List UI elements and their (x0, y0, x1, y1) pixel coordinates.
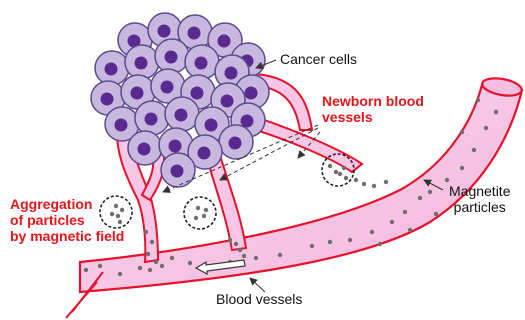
magnetite-particle (242, 254, 246, 258)
magnetite-particle (460, 130, 464, 134)
magnetite-particle (434, 212, 438, 216)
magnetite-particle (144, 230, 148, 234)
magnetite-particle (84, 268, 88, 272)
blood-vessels-label: Blood vessels (216, 291, 302, 307)
magnetite-particle (372, 184, 376, 188)
aggregation-label-line-1: Aggregation (10, 196, 124, 212)
magnetite-particle (254, 256, 258, 260)
magnetite-particle (348, 238, 352, 242)
magnetite-label-line-2: particles (449, 199, 510, 215)
magnetite-particle (196, 206, 200, 210)
cancer-cell (161, 153, 195, 187)
magnetite-particle (194, 216, 198, 220)
magnetite-particle (344, 176, 348, 180)
magnetite-particle (238, 248, 242, 252)
magnetite-particle (228, 238, 232, 242)
magnetite-particle (338, 172, 342, 176)
magnetite-particle (403, 210, 407, 214)
cancer-cell (219, 125, 253, 159)
magnetite-particle (170, 256, 174, 260)
magnetite-particle (310, 244, 314, 248)
magnetite-particle (342, 166, 346, 170)
cancer-cell-cluster (91, 13, 269, 187)
magnetite-particle (150, 240, 154, 244)
cancer-cell (128, 131, 162, 165)
magnetite-particle (494, 110, 498, 114)
blood-vessels-pointer (250, 278, 265, 292)
magnetite-label: Magnetite particles (449, 183, 510, 215)
magnetite-particle (328, 164, 332, 168)
magnetite-particle (146, 252, 150, 256)
magnetite-particle (445, 178, 449, 182)
cancer-cell (165, 97, 199, 131)
newborn-label-line-2: vessels (322, 109, 424, 125)
magnetite-particle (188, 261, 192, 265)
cancer-cells-label: Cancer cells (280, 51, 357, 67)
magnetite-particle (148, 268, 152, 272)
magnetite-particle (378, 242, 382, 246)
magnetite-particle (354, 178, 358, 182)
magnetite-particle (390, 220, 394, 224)
magnetite-particle (138, 266, 142, 270)
aggregation-circle-middle (184, 197, 216, 229)
magnetite-particle (460, 166, 464, 170)
magnetite-particle (154, 260, 158, 264)
magnetite-particle (484, 126, 488, 130)
magnetite-particle (384, 180, 388, 184)
magnetite-particle (202, 214, 206, 218)
magnetite-label-line-1: Magnetite (449, 183, 510, 199)
magnetite-particle (370, 230, 374, 234)
magnetite-particle (472, 148, 476, 152)
magnetite-particle (234, 242, 238, 246)
magnetite-particle (418, 196, 422, 200)
magnetite-particle (428, 190, 432, 194)
magnetite-particle (334, 170, 338, 174)
newborn-label-line-1: Newborn blood (322, 93, 424, 109)
cancer-cell (185, 45, 219, 79)
magnetite-particle (160, 264, 164, 268)
magnetite-particle (98, 264, 102, 268)
aggregation-label-line-3: by magnetic field (10, 228, 124, 244)
cancer-cell (125, 45, 159, 79)
magnetite-particle (278, 253, 282, 257)
magnetite-particle (118, 272, 122, 276)
aggregation-label: Aggregation of particles by magnetic fie… (10, 196, 124, 244)
magnetite-particle (362, 182, 366, 186)
magnetite-particle (408, 228, 412, 232)
cancer-cell (155, 39, 189, 73)
magnetite-particle (476, 98, 480, 102)
aggregation-label-line-2: of particles (10, 212, 124, 228)
magnetite-particle (328, 240, 332, 244)
magnetite-particle (204, 208, 208, 212)
cancer-cell (95, 51, 129, 85)
cancer-cell (135, 101, 169, 135)
newborn-vessels-label: Newborn blood vessels (322, 93, 424, 125)
